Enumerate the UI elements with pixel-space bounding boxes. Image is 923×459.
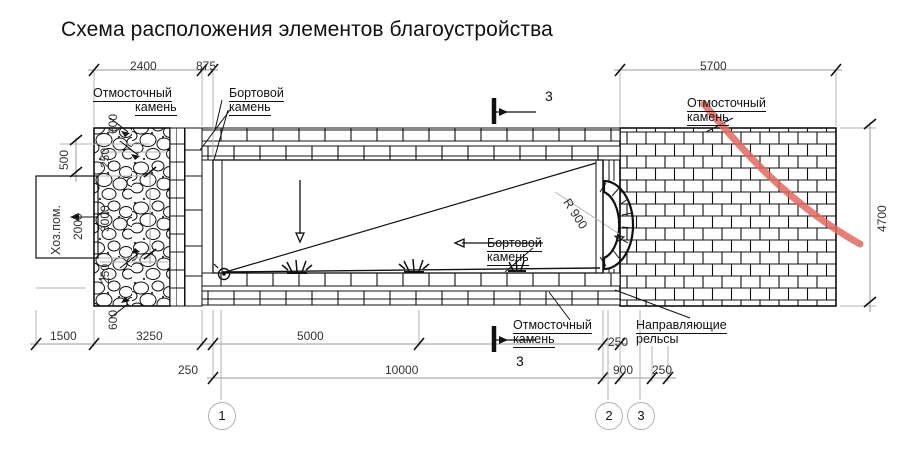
axis-bubble-2[interactable]: 2: [595, 402, 623, 430]
dim-600-bottom: 600: [106, 309, 120, 330]
callout-line: камень: [135, 100, 177, 116]
grate-symbol: [281, 259, 313, 274]
callout-bortovoy-mid: Бортовой камень: [487, 236, 542, 266]
dim-10000: 10000: [385, 363, 419, 377]
inner-courtyard: [212, 159, 604, 274]
callout-otmostochny-bottom: Отмосточный камень: [513, 318, 592, 348]
hozpom-label: Хоз.пом.: [49, 205, 63, 255]
guide-rails: [602, 159, 621, 274]
callout-line: Отмосточный: [513, 318, 592, 334]
section-label-bottom: 3: [516, 353, 524, 369]
section-marker-bottom: [491, 326, 536, 352]
callout-line: Бортовой: [229, 86, 284, 102]
axis-bubble-3[interactable]: 3: [627, 402, 655, 430]
callout-line: Отмосточный: [93, 86, 172, 102]
red-highlight-swoosh: [700, 100, 864, 248]
dim-250-left: 250: [178, 363, 199, 377]
dim-4700: 4700: [875, 205, 889, 232]
grate-symbol: [398, 258, 430, 273]
callout-napravlyayushchie: Направляющие рельсы: [636, 318, 727, 346]
section-label-top: 3: [545, 88, 553, 104]
dim-600-top: 600: [106, 113, 120, 134]
dim-250-bottom: 250: [98, 263, 112, 284]
dim-3250: 3250: [136, 329, 163, 343]
dim-1500: 1500: [50, 329, 77, 343]
dim-500: 500: [57, 149, 71, 170]
dim-900: 900: [613, 363, 634, 377]
dim-2000: 2000: [71, 213, 85, 240]
callout-line: рельсы: [636, 332, 679, 346]
dim-250-rail: 250: [608, 335, 629, 349]
callout-otmostochny-top-left: Отмосточный камень: [93, 86, 177, 116]
drain-inlet-icon: [213, 263, 231, 281]
grate-symbol: [508, 259, 526, 272]
section-marker-top: [491, 98, 536, 124]
callout-bortovoy-top: Бортовой камень: [229, 86, 284, 116]
top-paving-bands: [201, 127, 621, 161]
dim-3000: 3000: [98, 205, 112, 232]
dimension-network: [30, 63, 877, 400]
axis-bubble-1[interactable]: 1: [208, 402, 236, 430]
callout-line: Направляющие: [636, 318, 727, 334]
dim-875: 875: [196, 59, 217, 73]
right-paving-field: [619, 127, 837, 307]
callout-line: Бортовой: [487, 236, 542, 252]
cobblestone-field: [93, 127, 171, 307]
callout-otmostochny-right: Отмосточный камень: [687, 96, 766, 126]
callout-line: камень: [687, 110, 729, 126]
kerb-strip-left: [169, 127, 203, 307]
label-leaders: [199, 99, 734, 321]
dim-250-right: 250: [652, 363, 673, 377]
bottom-paving-bands: [201, 272, 621, 306]
callout-line: камень: [487, 250, 529, 266]
callout-line: камень: [229, 100, 271, 116]
page-title: Схема расположения элементов благоустрой…: [61, 18, 553, 41]
dim-5000: 5000: [297, 329, 324, 343]
dim-2400: 2400: [130, 59, 157, 73]
dim-5700: 5700: [700, 59, 727, 73]
dim-250-top: 250: [98, 147, 112, 168]
callout-line: Отмосточный: [687, 96, 766, 112]
callout-line: камень: [513, 332, 555, 348]
